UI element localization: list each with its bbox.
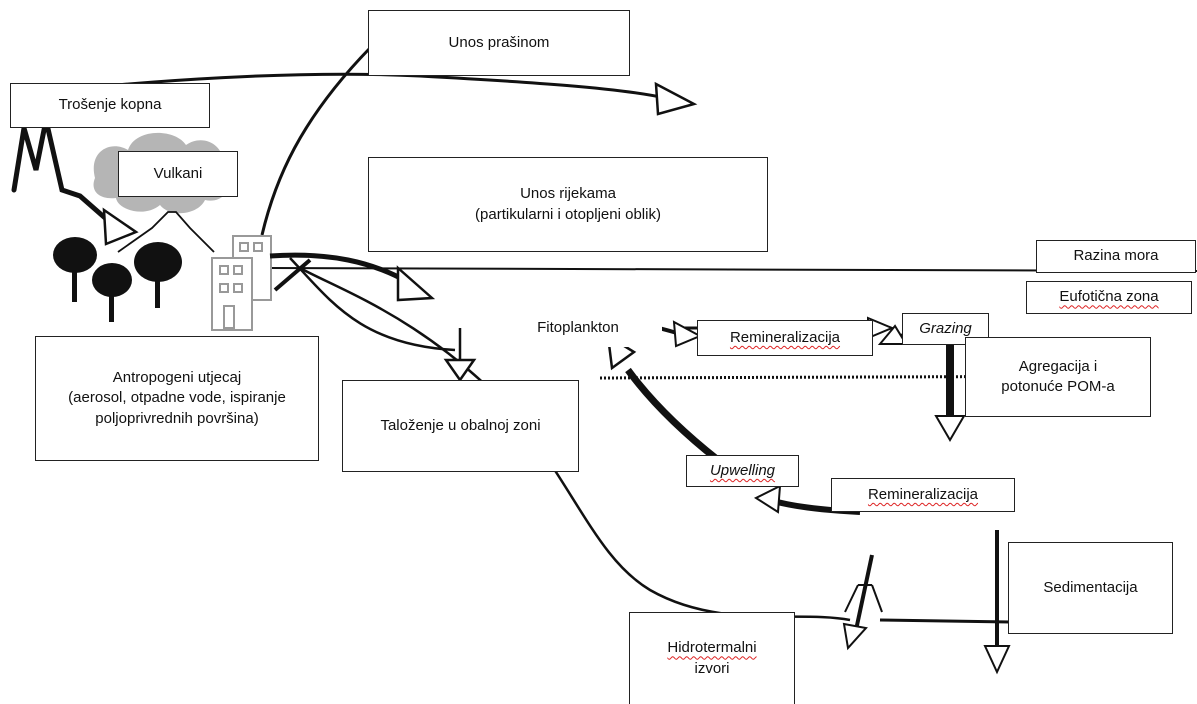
remineralization-lower-label: Remineralizacija (831, 478, 1015, 512)
weathering-zigzag (11, 119, 115, 227)
aggregation-label: Agregacija i potonuće POM-a (965, 337, 1151, 417)
river-input-label: Unos rijekama (partikularni i otopljeni … (368, 157, 768, 252)
grazing-remin-arrowhead (877, 324, 908, 345)
anthro-cross-stroke (273, 258, 312, 292)
remin-lower-arrowhead (753, 484, 782, 514)
volcanoes-label: Vulkani (118, 151, 238, 197)
river-arrow (269, 252, 410, 285)
phyto-remin-arrowhead (672, 320, 703, 348)
coastal-arrowhead (443, 358, 477, 383)
dust-rise-curve (260, 46, 372, 236)
euphotic-zone-label: Eufotična zona (1026, 281, 1192, 314)
building-icon (211, 235, 272, 331)
coastal-flow-line (289, 257, 456, 352)
dust-arrowhead (654, 81, 698, 116)
volcano-icon (117, 211, 215, 253)
weathering-arrowhead (102, 207, 139, 246)
hydro-arrow-line (854, 554, 874, 631)
aggregation-arrowhead (934, 415, 966, 442)
upwelling-arrow (625, 367, 721, 463)
land-weathering-label: Trošenje kopna (10, 83, 210, 128)
sedimentation-label: Sedimentacija (1008, 542, 1173, 634)
sea-level-label: Razina mora (1036, 240, 1196, 273)
seafloor-line (879, 618, 1011, 624)
river-arrowhead (396, 265, 436, 302)
anthropogenic-label: Antropogeni utjecaj (aerosol, otpadne vo… (35, 336, 319, 461)
tree-icon (53, 237, 182, 322)
coastal-deposition-label: Taloženje u obalnoj zoni (342, 380, 579, 472)
dust-input-label: Unos prašinom (368, 10, 630, 76)
sedimentation-arrowhead (983, 645, 1011, 675)
hydro-arrowhead (842, 622, 868, 651)
upwelling-label: Upwelling (686, 455, 799, 487)
phytoplankton-label: Fitoplankton (494, 309, 662, 347)
hydrothermal-label: Hidrotermalni izvori (629, 612, 795, 704)
remineralization-upper-label: Remineralizacija (697, 320, 873, 356)
